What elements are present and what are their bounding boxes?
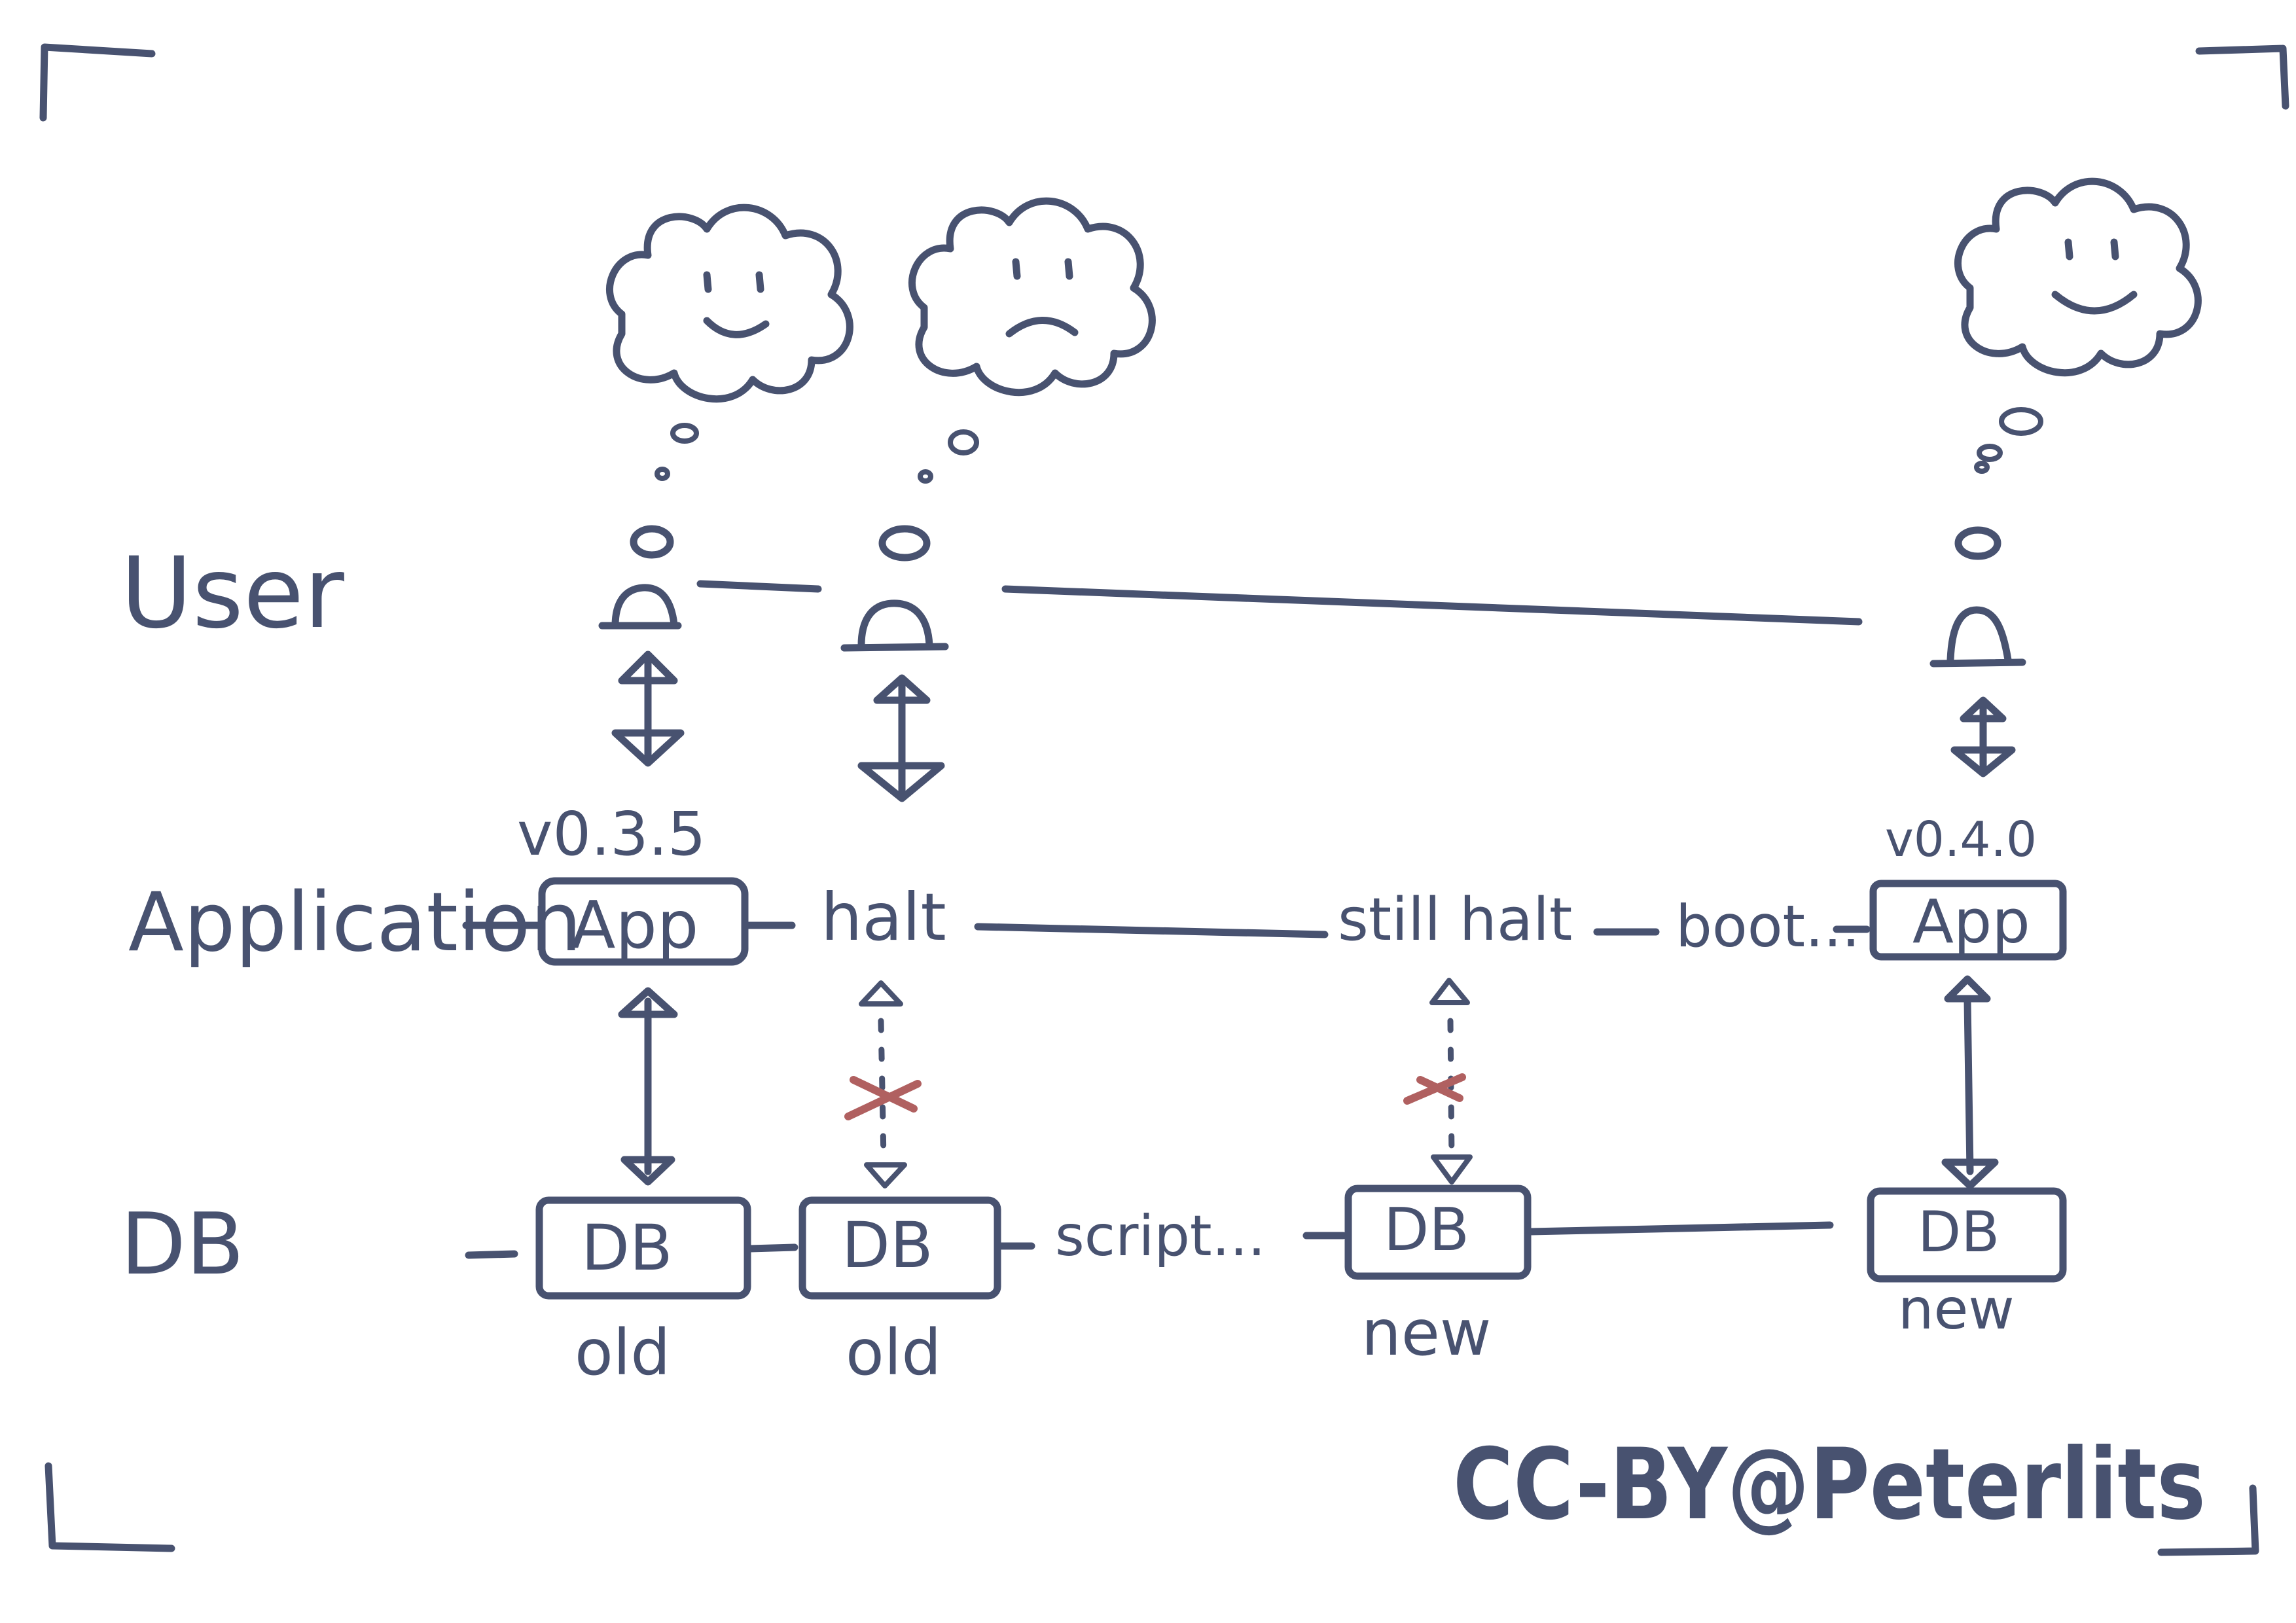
db-caption-new: new [1898, 1277, 2015, 1342]
credit-text: CC-BY@Peterlits [1453, 1428, 2206, 1542]
db-box-label: DB [581, 1211, 673, 1285]
user-app-arrow [1950, 696, 2016, 777]
user-app-arrow [857, 674, 945, 802]
sad-thought-cloud-icon [908, 197, 1156, 397]
app-db-failed-link [844, 980, 922, 1188]
thought-bubbles [655, 407, 2043, 484]
app-box-label: App [571, 887, 698, 963]
user-icon [598, 525, 682, 630]
db-box-label: DB [842, 1209, 933, 1282]
state-boot: boot... [1676, 893, 1860, 960]
db-box-label: DB [1384, 1196, 1469, 1264]
happy-thought-cloud-icon [1954, 177, 2202, 377]
version-label-old: v0.3.5 [517, 799, 706, 869]
row-label-db: DB [120, 1194, 244, 1294]
state-script: script... [1055, 1204, 1266, 1269]
db-box-new-1: DB [1344, 1185, 1532, 1280]
db-caption-old: old [846, 1316, 941, 1389]
app-db-failed-link [1403, 978, 1473, 1185]
db-box-old-1: DB [535, 1196, 751, 1300]
user-icon [1929, 526, 2026, 668]
user-icon [840, 525, 949, 652]
app-box-label: App [1912, 887, 2030, 957]
red-cross-icon [844, 1076, 922, 1120]
db-caption-old: old [575, 1316, 670, 1389]
state-halt: halt [821, 879, 946, 955]
frame-corners [39, 43, 2289, 1556]
app-box-old: App [538, 877, 749, 966]
db-caption-new: new [1361, 1296, 1491, 1370]
db-box-label: DB [1918, 1200, 2000, 1265]
state-still-halt: still halt [1338, 885, 1572, 954]
app-db-arrow [618, 987, 678, 1186]
version-label-new: v0.4.0 [1885, 812, 2037, 868]
app-box-new: App [1869, 880, 2067, 961]
db-box-old-2: DB [798, 1196, 1001, 1300]
row-label-user: User [120, 537, 344, 651]
happy-thought-cloud-icon [606, 204, 853, 403]
red-cross-icon [1403, 1073, 1466, 1105]
user-app-arrow [611, 651, 685, 767]
app-db-arrow [1941, 975, 1999, 1190]
db-box-new-2: DB [1867, 1187, 2067, 1283]
